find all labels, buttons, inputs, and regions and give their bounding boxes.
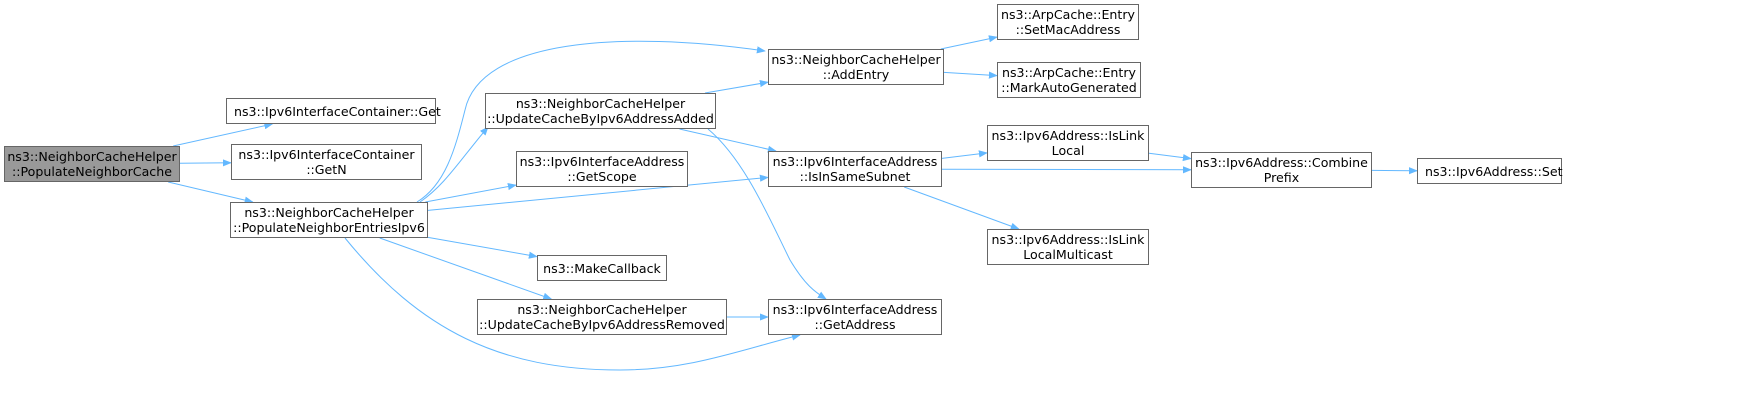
node-make-callback[interactable]: ns3::MakeCallback [537, 255, 667, 281]
edge-update-added-to-is-same-subnet [679, 128, 777, 153]
node-label-line: ns3::ArpCache::Entry [1001, 7, 1135, 22]
edge-is-same-subnet-to-is-link-local [941, 150, 988, 159]
node-label-line: ns3::MakeCallback [543, 260, 661, 276]
node-label-line: ns3::NeighborCacheHelper [771, 52, 941, 67]
node-label-line: ns3::Ipv6InterfaceAddress [772, 154, 938, 169]
node-set-mac[interactable]: ns3::ArpCache::Entry::SetMacAddress [997, 4, 1139, 40]
node-label-line: ::PopulateNeighborEntriesIpv6 [233, 220, 425, 235]
edge-is-same-subnet-to-is-link-local-mc [904, 186, 1020, 230]
edge-update-added-to-add-entry [704, 80, 769, 94]
node-label-line: ::AddEntry [822, 67, 890, 82]
node-label-line: ::SetMacAddress [1015, 22, 1121, 37]
edge-add-entry-to-set-mac [940, 35, 998, 50]
node-label-line: ns3::Ipv6InterfaceContainer [238, 147, 415, 162]
node-label-line: Prefix [1263, 170, 1300, 185]
node-get-address[interactable]: ns3::Ipv6InterfaceAddress::GetAddress [768, 299, 942, 335]
node-label-line: ns3::NeighborCacheHelper [517, 302, 687, 317]
node-label-line: ns3::Ipv6Address::IsLink [991, 232, 1145, 247]
node-label-line: ns3::NeighborCacheHelper [515, 96, 686, 111]
edge-populate-entries-to-add-entry [416, 40, 766, 203]
node-is-same-subnet[interactable]: ns3::Ipv6InterfaceAddress::IsInSameSubne… [768, 151, 942, 187]
node-label-line: ns3::Ipv6InterfaceAddress [519, 154, 685, 169]
node-populate-entries[interactable]: ns3::NeighborCacheHelper::PopulateNeighb… [230, 202, 428, 238]
node-label-line: ns3::Ipv6InterfaceContainer::Get [234, 103, 441, 119]
node-label-line: ::GetN [306, 162, 347, 177]
node-ifc-getn[interactable]: ns3::Ipv6InterfaceContainer::GetN [231, 144, 422, 180]
node-label-line: LocalMulticast [1023, 247, 1113, 262]
node-root: ns3::NeighborCacheHelper::PopulateNeighb… [4, 146, 180, 182]
node-label-line: Local [1051, 143, 1085, 158]
node-label-line: ::GetAddress [814, 317, 896, 332]
edge-populate-entries-to-make-callback [427, 236, 538, 259]
node-label-line: ns3::Ipv6InterfaceAddress [772, 302, 938, 317]
node-update-removed[interactable]: ns3::NeighborCacheHelper::UpdateCacheByI… [477, 299, 727, 335]
node-update-added[interactable]: ns3::NeighborCacheHelper::UpdateCacheByI… [485, 93, 716, 129]
edge-populate-entries-to-update-removed [379, 237, 553, 300]
edge-is-link-local-to-combine-prefix [1148, 152, 1192, 162]
edge-populate-entries-to-is-same-subnet [427, 174, 769, 211]
node-label-line: ::UpdateCacheByIpv6AddressAdded [487, 111, 714, 126]
edge-update-added-to-get-address [707, 128, 827, 300]
edge-root-to-populate-entries [168, 181, 254, 204]
node-label-line: ns3::ArpCache::Entry [1002, 65, 1136, 80]
node-get-scope[interactable]: ns3::Ipv6InterfaceAddress::GetScope [516, 151, 688, 187]
node-label-line: ns3::NeighborCacheHelper [244, 205, 414, 220]
edge-populate-entries-to-get-scope [425, 183, 517, 203]
node-label-line: ns3::Ipv6Address::Set [1425, 163, 1563, 179]
edge-populate-entries-to-update-added [419, 126, 489, 203]
edge-is-same-subnet-to-combine-prefix [941, 166, 1192, 174]
node-set[interactable]: ns3::Ipv6Address::Set [1417, 158, 1563, 184]
node-label-line: ::UpdateCacheByIpv6AddressRemoved [479, 317, 725, 332]
node-label-line: ::PopulateNeighborCache [12, 164, 172, 179]
node-label-line: ns3::Ipv6Address::Combine [1195, 155, 1368, 170]
node-mark-auto[interactable]: ns3::ArpCache::Entry::MarkAutoGenerated [997, 62, 1141, 98]
edge-root-to-ifc-get [173, 122, 274, 147]
edge-populate-entries-to-get-address [344, 237, 801, 371]
node-label-line: ::GetScope [567, 169, 637, 184]
node-label-line: ns3::Ipv6Address::IsLink [991, 128, 1145, 143]
node-label-line: ::MarkAutoGenerated [1001, 80, 1137, 95]
node-ifc-get[interactable]: ns3::Ipv6InterfaceContainer::Get [226, 98, 441, 124]
node-add-entry[interactable]: ns3::NeighborCacheHelper::AddEntry [768, 49, 944, 85]
edge-add-entry-to-mark-auto [943, 71, 998, 79]
node-label-line: ns3::NeighborCacheHelper [7, 149, 177, 164]
node-label-line: ::IsInSameSubnet [799, 169, 911, 184]
